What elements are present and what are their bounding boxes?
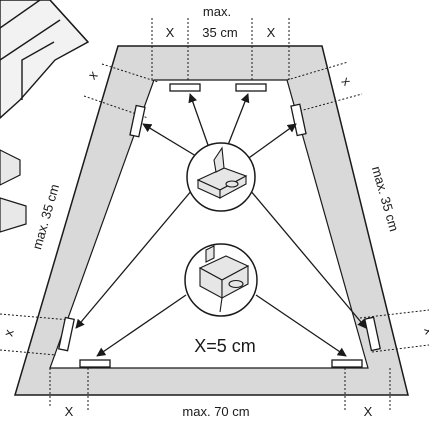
bottom-length-label: max. 70 cm [182, 404, 249, 419]
spacing-label: X=5 cm [194, 336, 256, 356]
placement-arrows [75, 93, 367, 357]
top-max-label: max. [203, 4, 231, 19]
upper-left-x-label: x [85, 67, 101, 82]
frame-inner [49, 79, 369, 369]
lower-left-x-label: x [1, 327, 17, 338]
bottom-right-x-label: X [364, 404, 373, 419]
mount-points [57, 83, 381, 368]
left-side-label: max. 35 cm [29, 182, 62, 251]
top-value-label: 35 cm [202, 25, 237, 40]
upper-right-x-label: x [339, 74, 355, 89]
lower-right-x-label: x [421, 326, 429, 337]
product-corner-icon [0, 0, 90, 119]
side-clip-icons [0, 149, 27, 233]
top-right-x-label: X [267, 25, 276, 40]
mounting-clip-icon [184, 243, 258, 317]
mounting-clip-icon [186, 142, 256, 212]
bottom-left-x-label: X [65, 404, 74, 419]
right-side-label: max. 35 cm [369, 164, 402, 233]
guide-lines [0, 18, 429, 410]
top-left-x-label: X [166, 25, 175, 40]
